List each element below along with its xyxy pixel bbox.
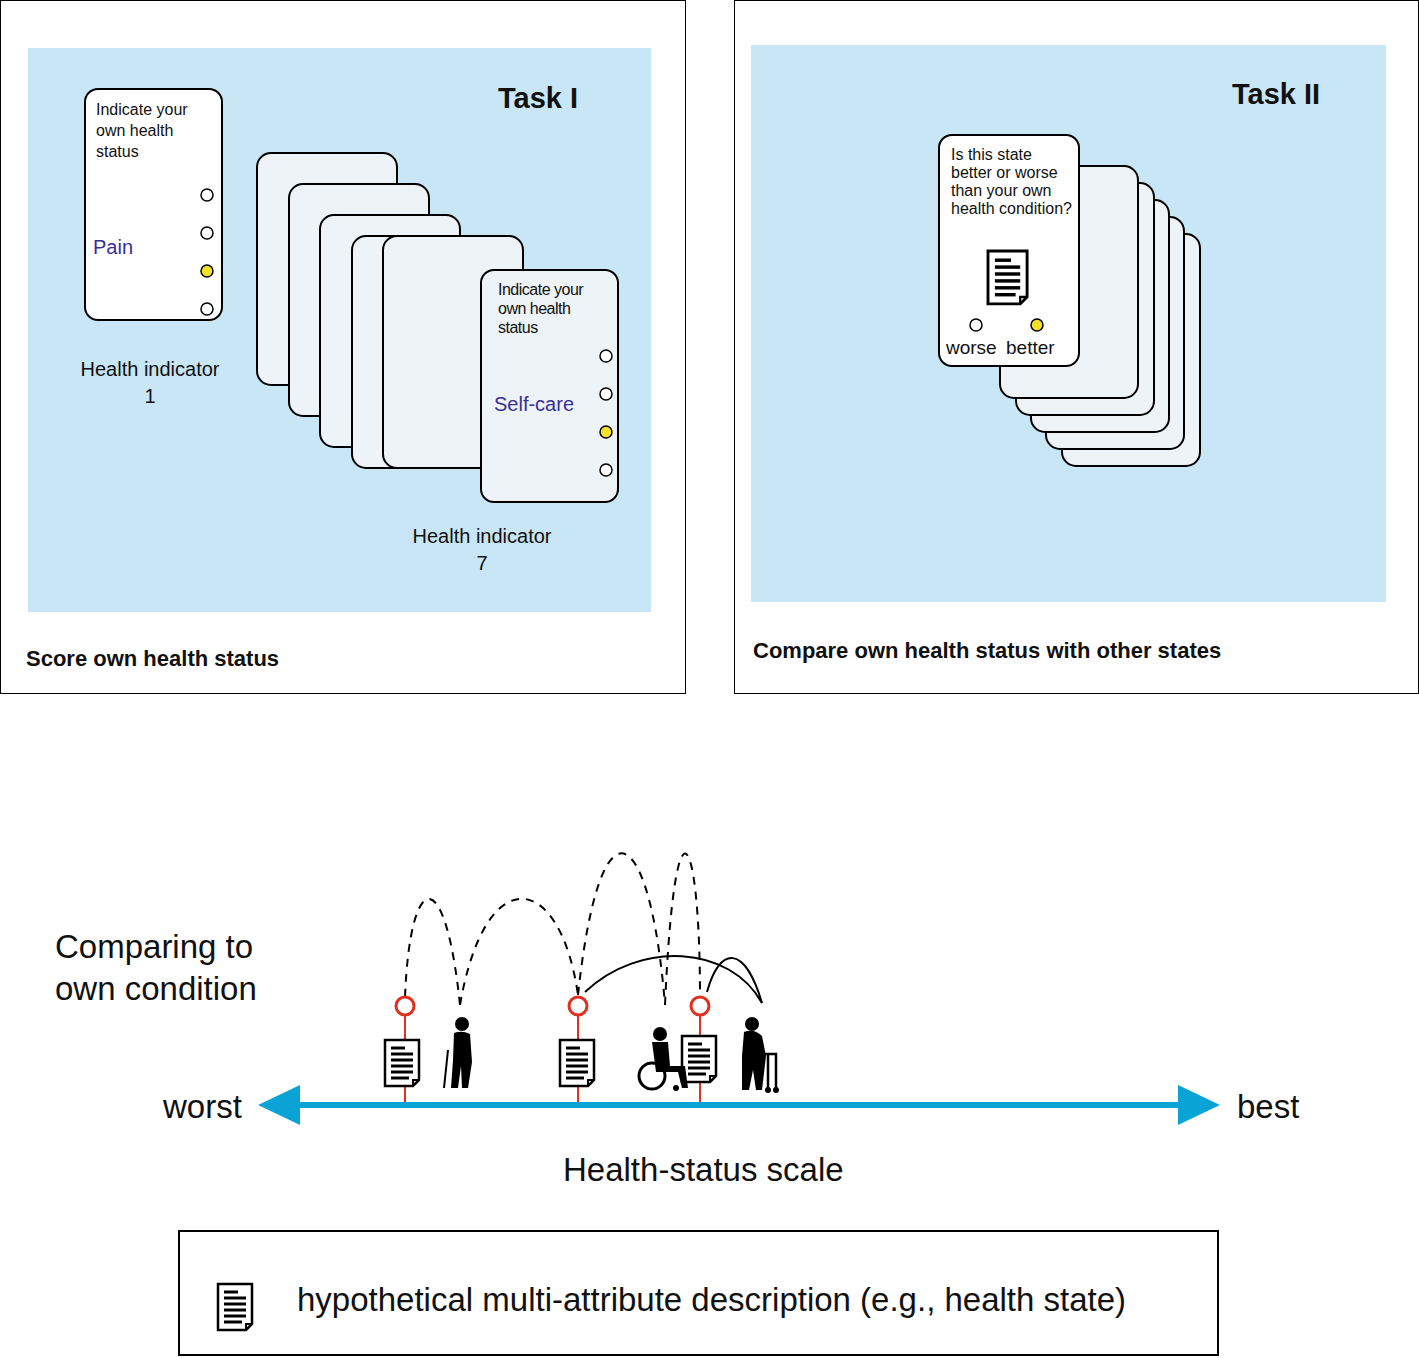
node-text: better — [1006, 336, 1076, 359]
scale-label: worst — [163, 1087, 273, 1127]
marker-lines — [405, 1015, 700, 1102]
node-text: Is this state better or worse than your … — [951, 146, 1075, 218]
node-text: Score own health status — [26, 646, 426, 672]
blue-ground — [751, 45, 1386, 602]
node-text: Task II — [1232, 77, 1382, 112]
arrow-head — [258, 1085, 300, 1125]
scale-label: Health-status scale — [563, 1150, 883, 1190]
scale-label: Comparing to own condition — [55, 926, 295, 1010]
node-text: Health indicator 1 — [80, 356, 220, 410]
scale-label: best — [1237, 1087, 1347, 1127]
node-text: Pain — [93, 235, 193, 259]
question-card: Is this state better or worse than your … — [938, 134, 1080, 367]
node-text: worse — [946, 336, 1006, 359]
arrow-head — [1178, 1085, 1220, 1125]
question-card: Indicate your own health statusSelf-care… — [480, 269, 619, 503]
marker-circles — [396, 997, 709, 1015]
node-text: Task I — [498, 81, 648, 116]
doc-icon — [560, 1040, 594, 1086]
node-text: Indicate your own health status — [498, 280, 610, 337]
node-text: Self-care — [494, 392, 604, 416]
legend-text: hypothetical multi-attribute description… — [297, 1280, 1197, 1320]
wheelchair-person — [639, 1027, 688, 1091]
solid-arcs — [585, 956, 762, 1003]
person-cane — [444, 1017, 472, 1088]
dashed-arcs — [405, 853, 700, 1005]
legend-box — [179, 1231, 1218, 1355]
legend-doc-icon — [218, 1284, 252, 1330]
task-panel: Task I Score own health status Indicate yo… — [0, 0, 686, 694]
task-panel: Task II Compare own health status with ot… — [734, 0, 1419, 694]
node-text: Compare own health status with other sta… — [753, 638, 1353, 664]
person-walker — [742, 1017, 779, 1093]
node-text: Indicate your own health status — [96, 99, 208, 162]
scale-axis — [285, 1102, 1190, 1108]
question-card: Indicate your own health statusPainHealt… — [84, 88, 223, 321]
node-text: Health indicator 7 — [412, 523, 552, 577]
blue-ground — [28, 48, 651, 612]
doc-icon — [385, 1040, 419, 1086]
doc-icon — [682, 1036, 716, 1082]
